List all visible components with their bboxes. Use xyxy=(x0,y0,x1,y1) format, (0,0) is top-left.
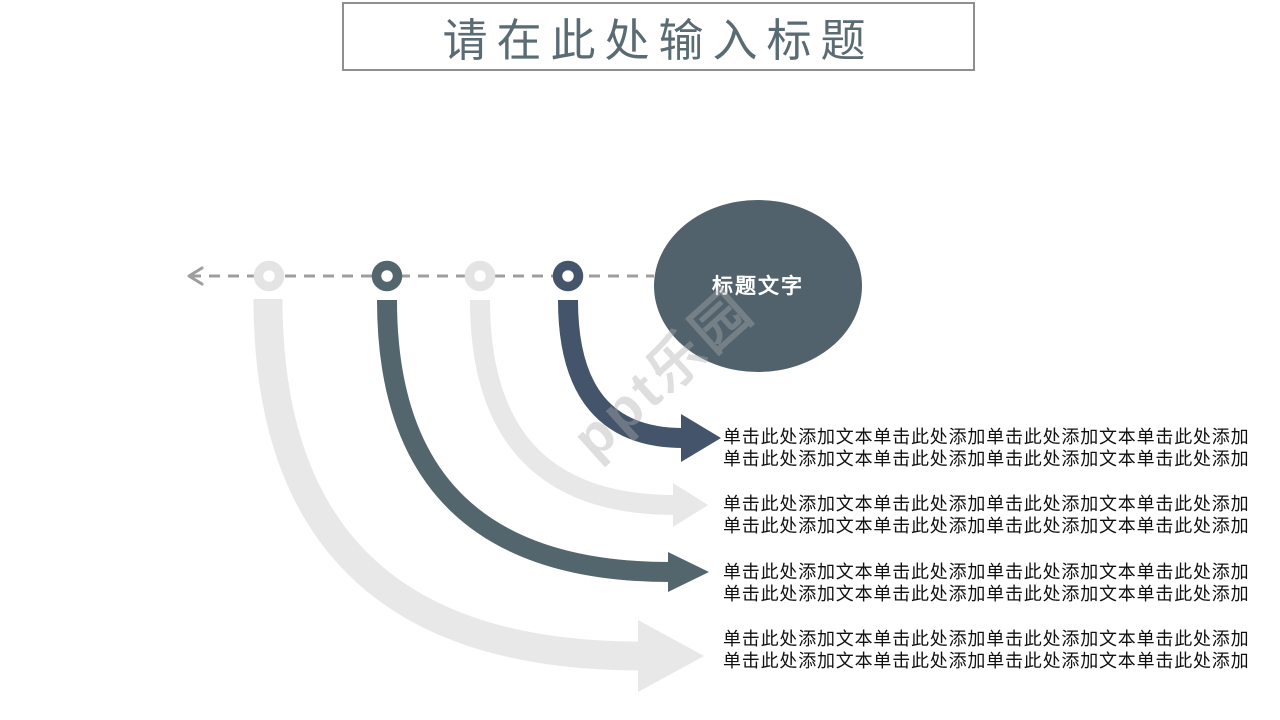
body-line: 单击此处添加文本单击此处添加单击此处添加文本单击此处添加 xyxy=(723,427,1250,447)
timeline-node-2 xyxy=(464,260,496,292)
body-line: 单击此处添加文本单击此处添加单击此处添加文本单击此处添加 xyxy=(723,494,1250,514)
curved-arrow-4-head xyxy=(638,620,704,692)
body-line: 单击此处添加文本单击此处添加单击此处添加文本单击此处添加 xyxy=(723,584,1250,604)
timeline-node-3 xyxy=(371,260,403,292)
timeline-node-1 xyxy=(552,260,584,292)
curved-arrow-4-shaft xyxy=(253,298,641,671)
curved-arrow-1-head xyxy=(681,414,721,462)
curved-arrow-2-shaft xyxy=(470,299,676,515)
body-text-block-1[interactable]: 单击此处添加文本单击此处添加单击此处添加文本单击此处添加 单击此处添加文本单击此… xyxy=(723,426,1263,470)
title-placeholder[interactable]: 请在此处输入标题 xyxy=(342,2,975,71)
body-text-block-4[interactable]: 单击此处添加文本单击此处添加单击此处添加文本单击此处添加 单击此处添加文本单击此… xyxy=(723,628,1263,672)
curved-arrow-3-head xyxy=(668,552,709,592)
timeline-node-4 xyxy=(253,260,285,292)
title-text: 请在此处输入标题 xyxy=(442,15,875,66)
body-line: 单击此处添加文本单击此处添加单击此处添加文本单击此处添加 xyxy=(723,651,1250,671)
title-ellipse-shape xyxy=(654,200,862,372)
body-line: 单击此处添加文本单击此处添加单击此处添加文本单击此处添加 xyxy=(723,449,1250,469)
body-text-block-2[interactable]: 单击此处添加文本单击此处添加单击此处添加文本单击此处添加 单击此处添加文本单击此… xyxy=(723,493,1263,537)
body-line: 单击此处添加文本单击此处添加单击此处添加文本单击此处添加 xyxy=(723,629,1250,649)
curved-arrow-1-shaft xyxy=(558,299,684,448)
body-line: 单击此处添加文本单击此处添加单击此处添加文本单击此处添加 xyxy=(723,516,1250,536)
ellipse-title-label[interactable]: 标题文字 xyxy=(712,275,804,298)
body-line: 单击此处添加文本单击此处添加单击此处添加文本单击此处添加 xyxy=(723,562,1250,582)
curved-arrow-3-shaft xyxy=(377,299,671,582)
curved-arrow-2-head xyxy=(673,483,708,527)
body-text-block-3[interactable]: 单击此处添加文本单击此处添加单击此处添加文本单击此处添加 单击此处添加文本单击此… xyxy=(723,561,1263,605)
axis-left-arrowhead-icon xyxy=(187,266,204,286)
